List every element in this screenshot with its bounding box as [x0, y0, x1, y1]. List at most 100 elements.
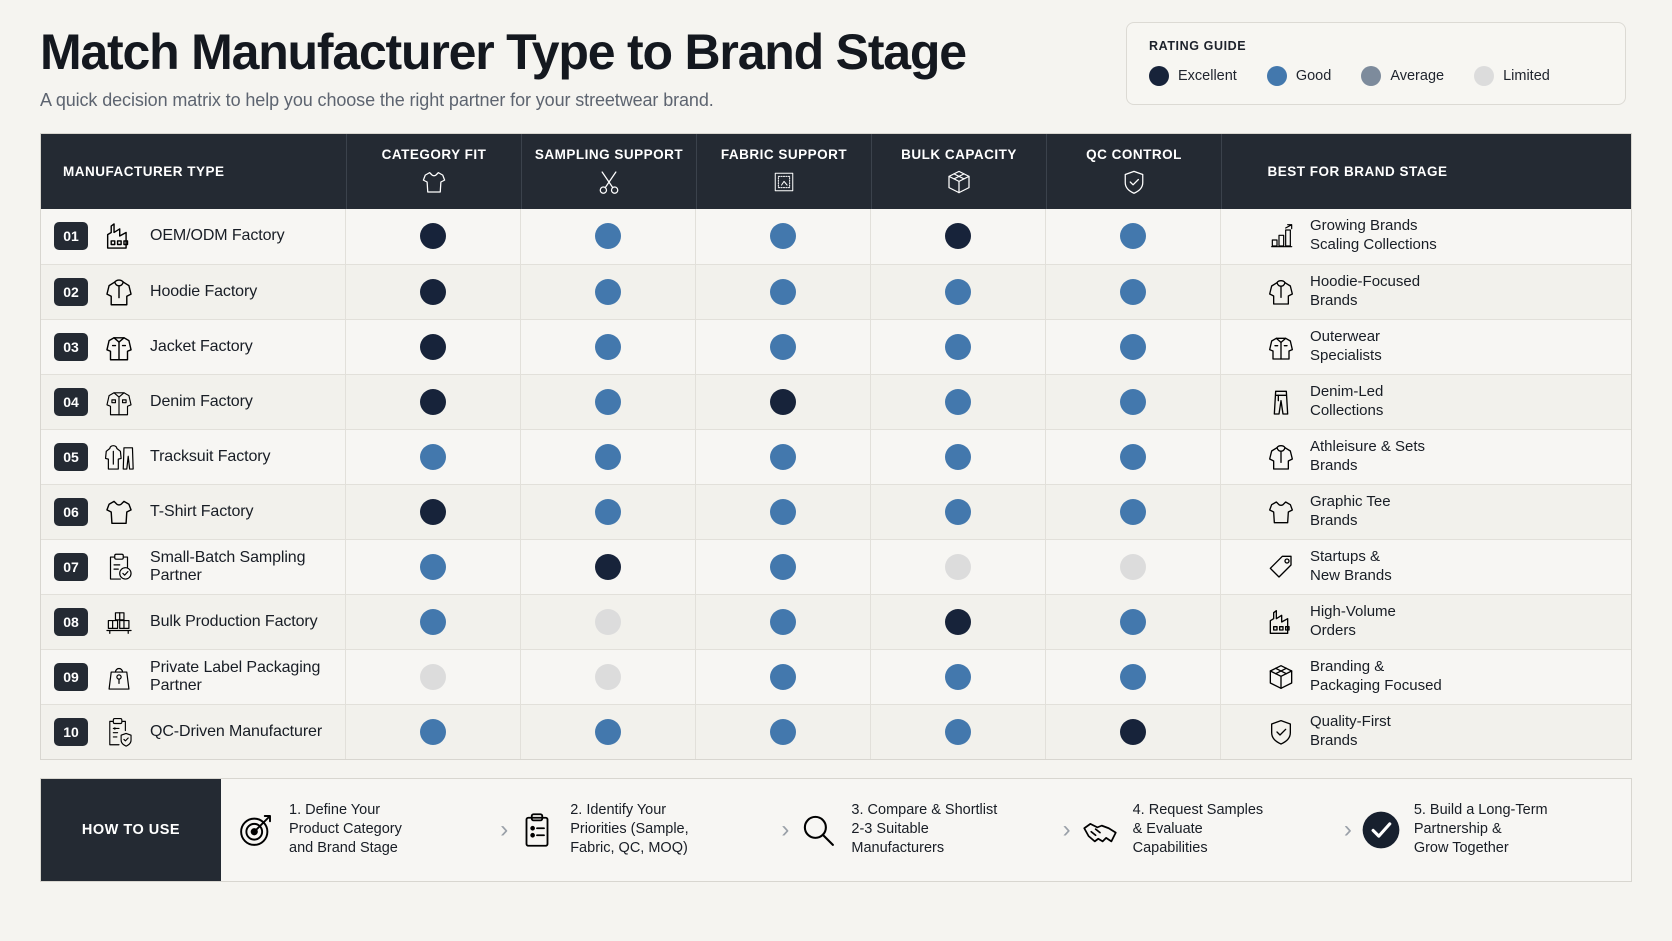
shopping-bag-icon — [102, 660, 136, 694]
column-header-1: CATEGORY FIT — [346, 133, 521, 209]
manufacturer-name: Denim Factory — [150, 392, 253, 410]
brand-stage-line1: Startups & — [1310, 547, 1381, 565]
rating-cell-r07-c3 — [871, 539, 1046, 594]
tracksuit-icon — [102, 440, 136, 474]
rating-dot-good — [770, 553, 796, 580]
rating-dot-good — [945, 663, 971, 690]
rating-dot-good — [595, 718, 621, 745]
rating-dot-good — [945, 388, 971, 415]
legend-dot-limited — [1474, 66, 1495, 86]
legend-title: RATING GUIDE — [1149, 39, 1247, 53]
rating-dot-good — [420, 718, 446, 745]
rating-dot-good — [420, 443, 446, 470]
fabric-swatch-icon — [769, 167, 799, 197]
brand-stage-cell: Branding &Packaging Focused — [1221, 650, 1493, 704]
rating-dot-good — [595, 223, 621, 249]
rating-cell-r03-c3 — [871, 319, 1046, 374]
rating-cell-r09-c4 — [1046, 649, 1221, 704]
rating-dot-good — [1120, 443, 1146, 470]
shield-check-icon — [1119, 167, 1149, 197]
hoodie-icon — [1265, 276, 1297, 308]
rating-cell-r02-c1 — [521, 264, 696, 319]
howto-step-line3: Capabilities — [1132, 840, 1208, 857]
legend-item-limited: Limited — [1474, 66, 1550, 86]
brand-stage-line1: High-Volume — [1310, 602, 1396, 620]
column-header-label: BEST FOR BRAND STAGE — [1267, 164, 1448, 179]
rating-cell-r03-c2 — [696, 319, 871, 374]
hoodie-icon — [102, 275, 136, 309]
rating-dot-excellent — [945, 608, 971, 635]
rating-dot-good — [595, 333, 621, 360]
howto-step-line2: 2-3 Suitable — [851, 820, 929, 837]
check-circle-icon — [1360, 809, 1402, 851]
brand-stage-line2: Collections — [1310, 401, 1384, 419]
rating-dot-good — [945, 718, 971, 745]
rating-cell-r06-c1 — [521, 484, 696, 539]
row-number-badge: 06 — [54, 497, 88, 526]
rating-dot-good — [1120, 388, 1146, 415]
brand-stage-line1: Athleisure & Sets — [1310, 437, 1426, 455]
manufacturer-name: Tracksuit Factory — [150, 447, 271, 465]
manufacturer-name: Small-Batch Sampling Partner — [150, 548, 306, 584]
rating-dot-excellent — [420, 388, 446, 415]
rating-dot-excellent — [420, 333, 446, 360]
rating-dot-excellent — [595, 553, 621, 580]
rating-dot-good — [595, 388, 621, 415]
rating-cell-r02-c0 — [346, 264, 521, 319]
howto-step-line2: Priorities (Sample, — [570, 820, 689, 837]
rating-cell-r07-c4 — [1046, 539, 1221, 594]
rating-dot-good — [945, 333, 971, 360]
rating-dot-good — [945, 498, 971, 525]
brand-stage-line1: Denim-Led — [1310, 382, 1384, 400]
clipboard-shield-icon — [102, 715, 136, 749]
legend-dot-good — [1266, 66, 1287, 86]
row-number-badge: 07 — [54, 552, 88, 581]
chevron-right-icon: › — [1343, 815, 1352, 843]
scissors-icon — [594, 167, 624, 197]
rating-dot-excellent — [420, 278, 446, 305]
row-number-badge: 08 — [54, 607, 88, 636]
row-number-badge: 05 — [54, 442, 88, 471]
chevron-right-icon: › — [500, 815, 509, 843]
rating-cell-r05-c3 — [871, 429, 1046, 484]
boxes-pallet-icon — [102, 605, 136, 639]
rating-dot-good — [770, 498, 796, 525]
brand-stage-line1: Hoodie-Focused — [1310, 272, 1421, 290]
rating-cell-r04-c2 — [696, 374, 871, 429]
column-header-5: QC CONTROL — [1046, 133, 1221, 209]
rating-dot-good — [770, 663, 796, 690]
legend-dot-excellent — [1149, 66, 1169, 86]
howto-step-line1: 2. Identify Your — [570, 801, 667, 818]
rating-cell-r04-c1 — [521, 374, 696, 429]
rating-dot-good — [1120, 278, 1146, 305]
rating-cell-r01-c2 — [696, 208, 871, 264]
rating-cell-r06-c2 — [696, 484, 871, 539]
table-row[interactable]: 07 Small-Batch Sampling Partner Startups &… — [41, 538, 1631, 594]
header: Match Manufacturer Type to Brand Stage A… — [40, 22, 1632, 111]
column-header-label: CATEGORY FIT — [381, 146, 487, 162]
